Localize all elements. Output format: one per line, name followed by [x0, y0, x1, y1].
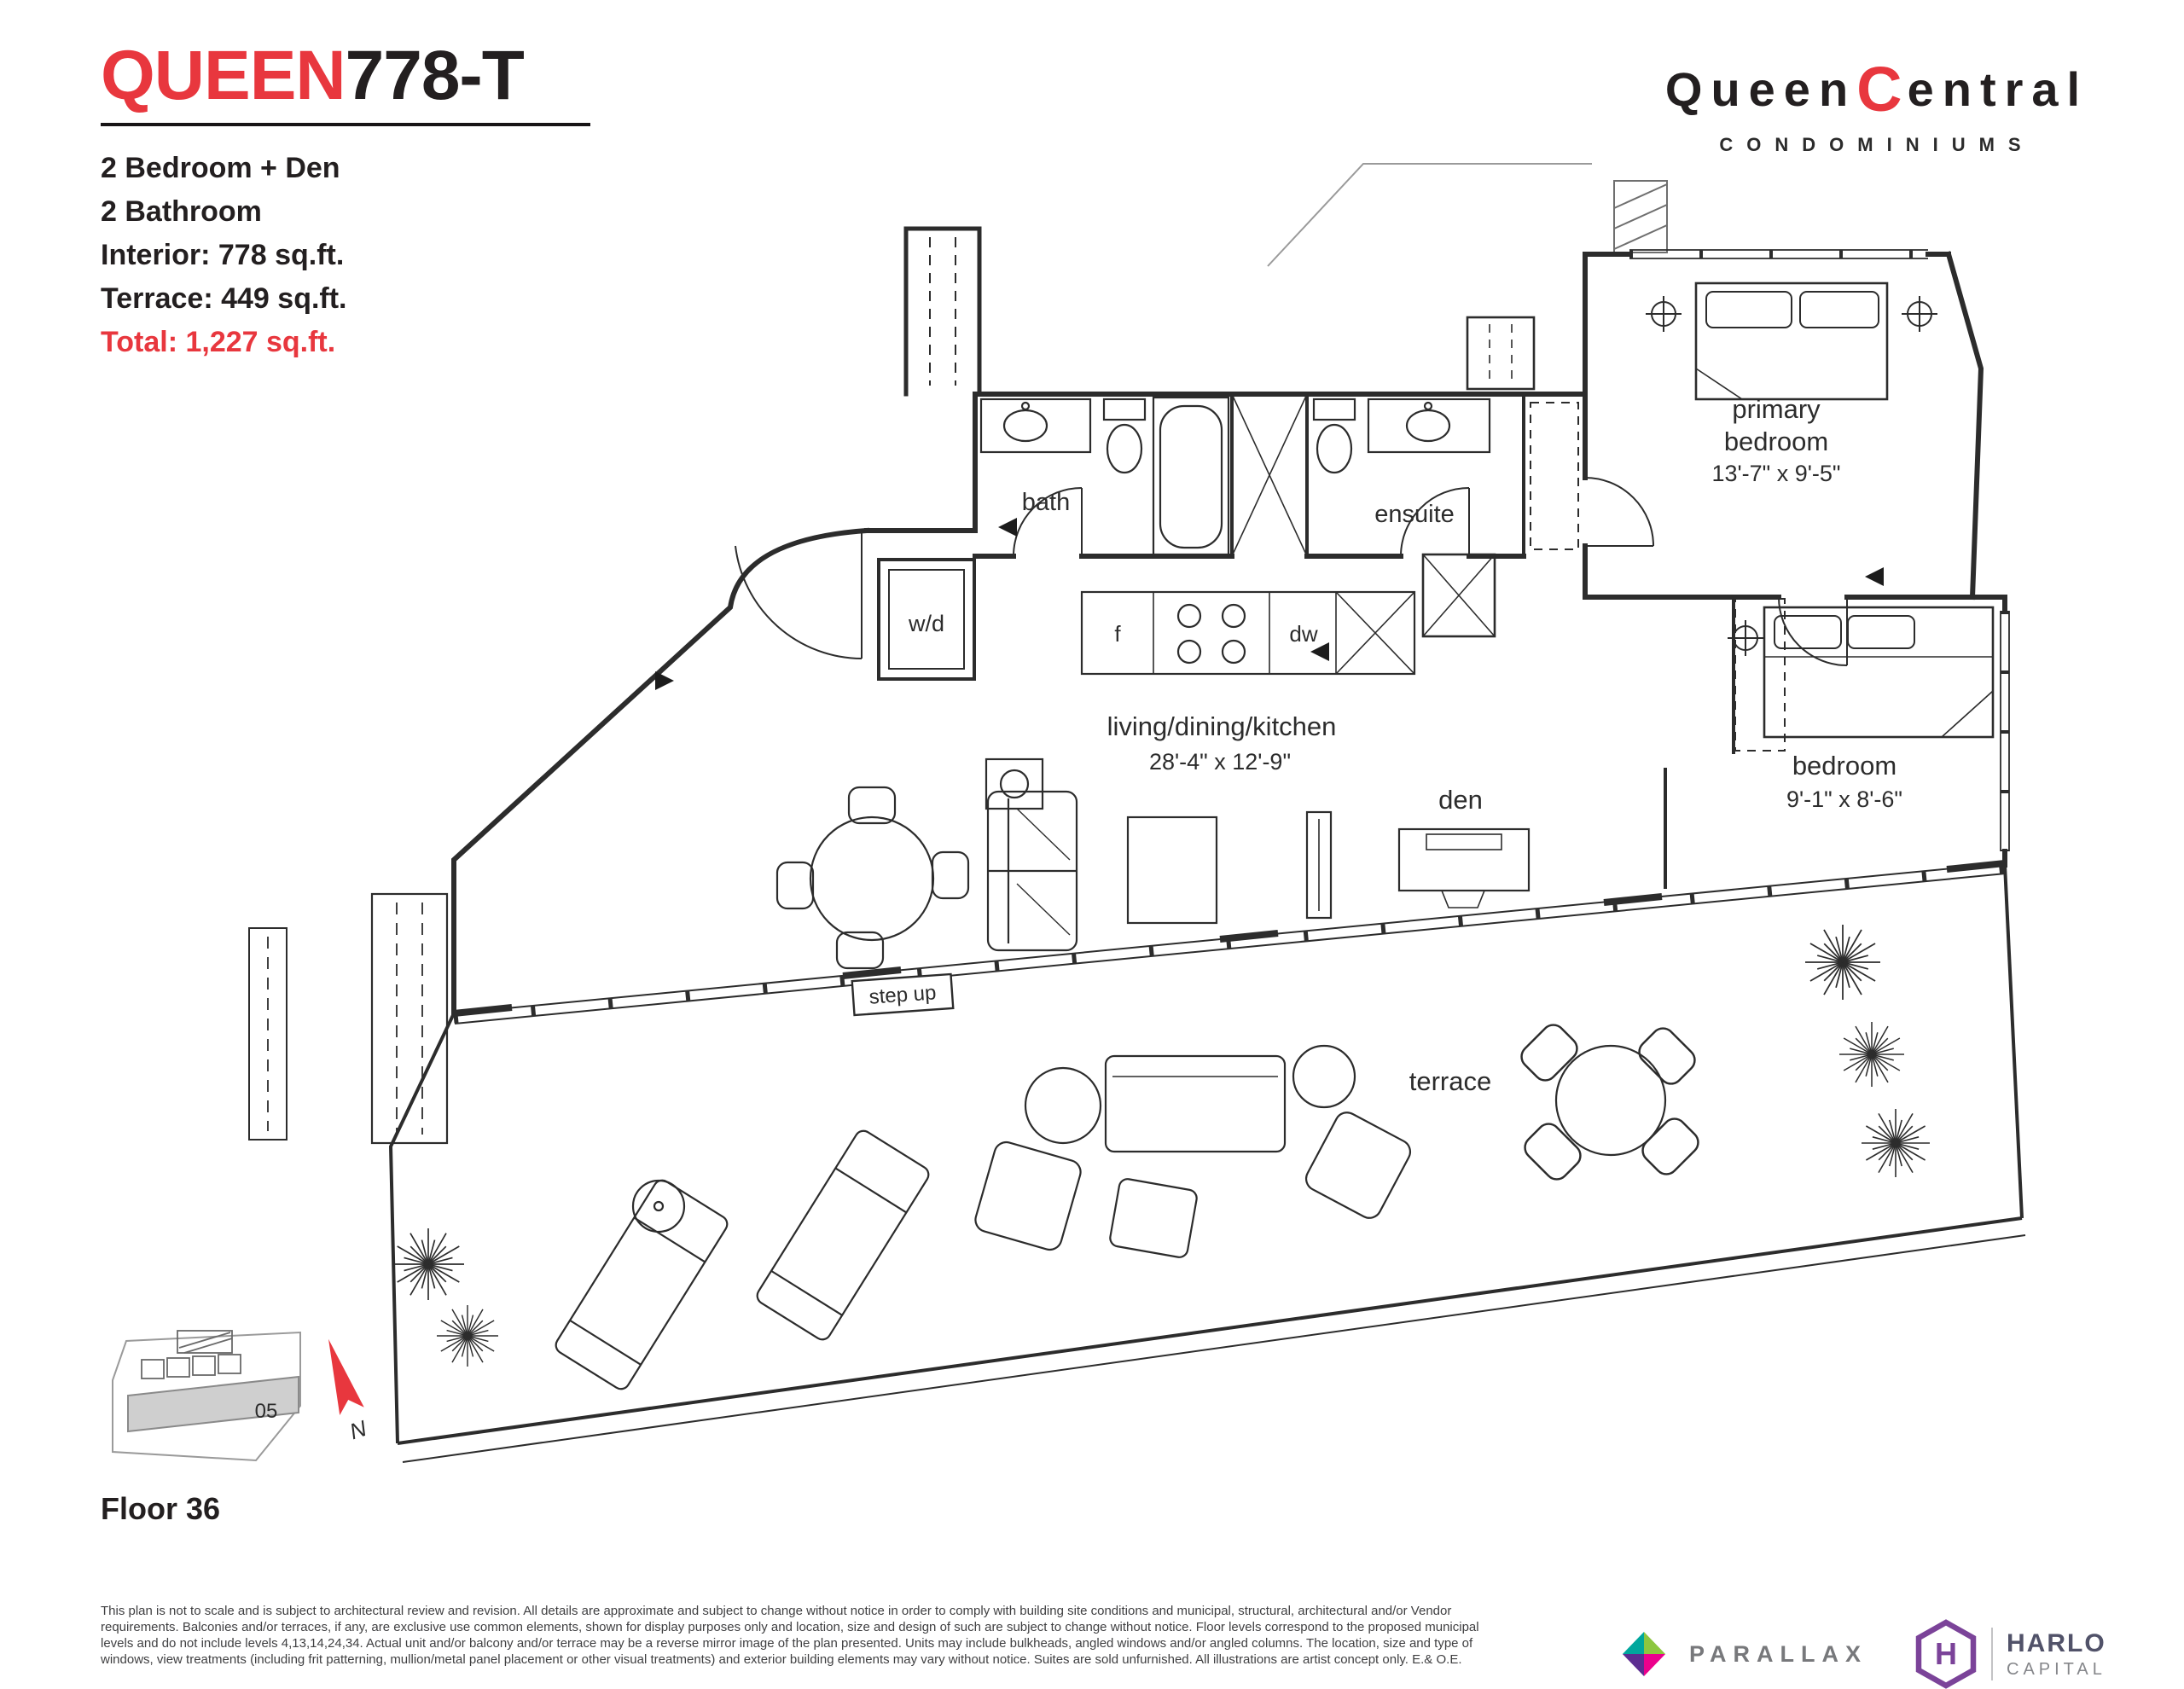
north-label: N [346, 1415, 369, 1444]
spec-terrace: Terrace: 449 sq.ft. [101, 282, 347, 315]
sconce-icon [1644, 294, 1683, 334]
ensuite-closet [1466, 316, 1536, 391]
washer-dryer [877, 558, 976, 681]
harlo-h-letter: H [1935, 1636, 1957, 1671]
unit-name-red: QUEEN [101, 37, 346, 114]
label-washer-dryer: w/d [908, 611, 944, 636]
windows [453, 249, 2010, 1024]
brand-letter-c: C [1856, 54, 1908, 125]
walls [451, 226, 2007, 1016]
title-underline [101, 123, 590, 126]
den-desk [1397, 827, 1531, 908]
terrace-furniture [391, 923, 1931, 1394]
spec-total: Total: 1,227 sq.ft. [101, 326, 336, 358]
bedroom-closet [1734, 598, 1786, 752]
brand-word-queen: Queen [1664, 62, 1857, 116]
sofa [986, 790, 1078, 952]
dining-table [775, 786, 970, 970]
section-markers [655, 518, 1884, 690]
harlo-hexagon-icon: H [1915, 1619, 1977, 1689]
shower-glass [1231, 393, 1308, 557]
label-primary-1: primary [1732, 394, 1821, 424]
disclaimer-text: This plan is not to scale and is subject… [101, 1604, 1479, 1668]
outdoor-chair [1304, 1111, 1412, 1219]
label-bedroom: bedroom [1792, 751, 1896, 781]
bath-sink [979, 398, 1092, 454]
ensuite-toilet [1312, 398, 1356, 474]
brand-word-entral: entral [1907, 62, 2089, 116]
label-primary-dims: 13'-7" x 9'-5" [1711, 461, 1840, 486]
kitchen-counter [1080, 590, 1416, 676]
label-terrace: terrace [1409, 1066, 1491, 1096]
brand-logo: QueenCentral CONDOMINIUMS [1595, 53, 2158, 156]
label-dishwasher: dw [1289, 621, 1317, 647]
coffee-table [1126, 815, 1218, 925]
spec-interior: Interior: 778 sq.ft. [101, 239, 345, 271]
hall-closet [1530, 402, 1579, 550]
fixtures [877, 237, 1995, 752]
terrace: step up [248, 864, 2026, 1463]
outdoor-sofa [1104, 1054, 1287, 1153]
side-table [985, 757, 1044, 810]
unit-name-black: 778-T [345, 37, 525, 114]
parallax-wordmark: PARALLAX [1689, 1640, 1867, 1667]
step-up-sign: step up [851, 972, 955, 1017]
keyplan-unit-number: 05 [255, 1400, 278, 1423]
harlo-divider [1991, 1628, 1993, 1680]
plant-icon [391, 1227, 466, 1302]
plant-icon [1804, 923, 1882, 1001]
interior-furniture [775, 757, 1531, 970]
privacy-screens [248, 892, 449, 1145]
label-fridge: f [1114, 621, 1121, 647]
label-den: den [1438, 785, 1483, 815]
plant-icon [1860, 1107, 1931, 1179]
label-bedroom-dims: 9'-1" x 8'-6" [1786, 786, 1902, 812]
outdoor-pouf [1292, 1044, 1356, 1109]
label-step-up: step up [868, 981, 937, 1008]
label-ensuite: ensuite [1374, 501, 1455, 528]
sconce-icon [1900, 294, 1939, 334]
doors [735, 477, 1848, 666]
spec-bathrooms: 2 Bathroom [101, 195, 262, 228]
parallax-logo: PARALLAX [1621, 1631, 1867, 1677]
spec-bedrooms: 2 Bedroom + Den [101, 152, 340, 184]
floor-label: Floor 36 [101, 1491, 221, 1526]
north-arrow-icon: N [328, 1338, 369, 1444]
harlo-subtitle: CAPITAL [2007, 1660, 2106, 1679]
brand-tagline: CONDOMINIUMS [1719, 134, 2035, 155]
primary-bed [1694, 282, 1889, 401]
plant-icon [1838, 1020, 1906, 1088]
outdoor-ottoman [1109, 1178, 1198, 1258]
keyplan: 05 [112, 1330, 301, 1462]
second-bed [1763, 606, 1995, 739]
plant-icon [436, 1304, 499, 1367]
label-living-dims: 28'-4" x 12'-9" [1149, 749, 1291, 775]
page-title: QUEEN778-T [101, 41, 590, 111]
lounger [752, 1126, 933, 1344]
lounger [551, 1175, 732, 1394]
parallax-diamond-icon [1622, 1631, 1666, 1677]
room-labels: bath ensuite w/d f dw living/dining/kitc… [908, 394, 1902, 1096]
unit-specs: 2 Bedroom + Den 2 Bathroom Interior: 778… [101, 147, 590, 364]
lounger-side-table [631, 1179, 686, 1233]
terrace-dining-table [1515, 1019, 1705, 1186]
title-block: QUEEN778-T 2 Bedroom + Den 2 Bathroom In… [101, 41, 590, 364]
label-living: living/dining/kitchen [1107, 711, 1337, 741]
label-primary-2: bedroom [1724, 427, 1828, 456]
context-lines [1267, 163, 1668, 267]
bath-tub [1152, 396, 1230, 556]
label-bath: bath [1022, 489, 1070, 516]
kitchen-pantry [1421, 553, 1496, 638]
harlo-name: HARLO [2007, 1629, 2106, 1657]
outdoor-coffee-table [1024, 1066, 1102, 1145]
outdoor-armchair [974, 1141, 1082, 1251]
harlo-logo: H HARLO CAPITAL [1914, 1619, 2106, 1689]
ensuite-sink [1367, 398, 1491, 454]
bath-toilet [1102, 398, 1147, 474]
brand-wordmark: QueenCentral [1595, 53, 2158, 125]
shaft [929, 237, 956, 386]
tv-console [1305, 810, 1333, 920]
